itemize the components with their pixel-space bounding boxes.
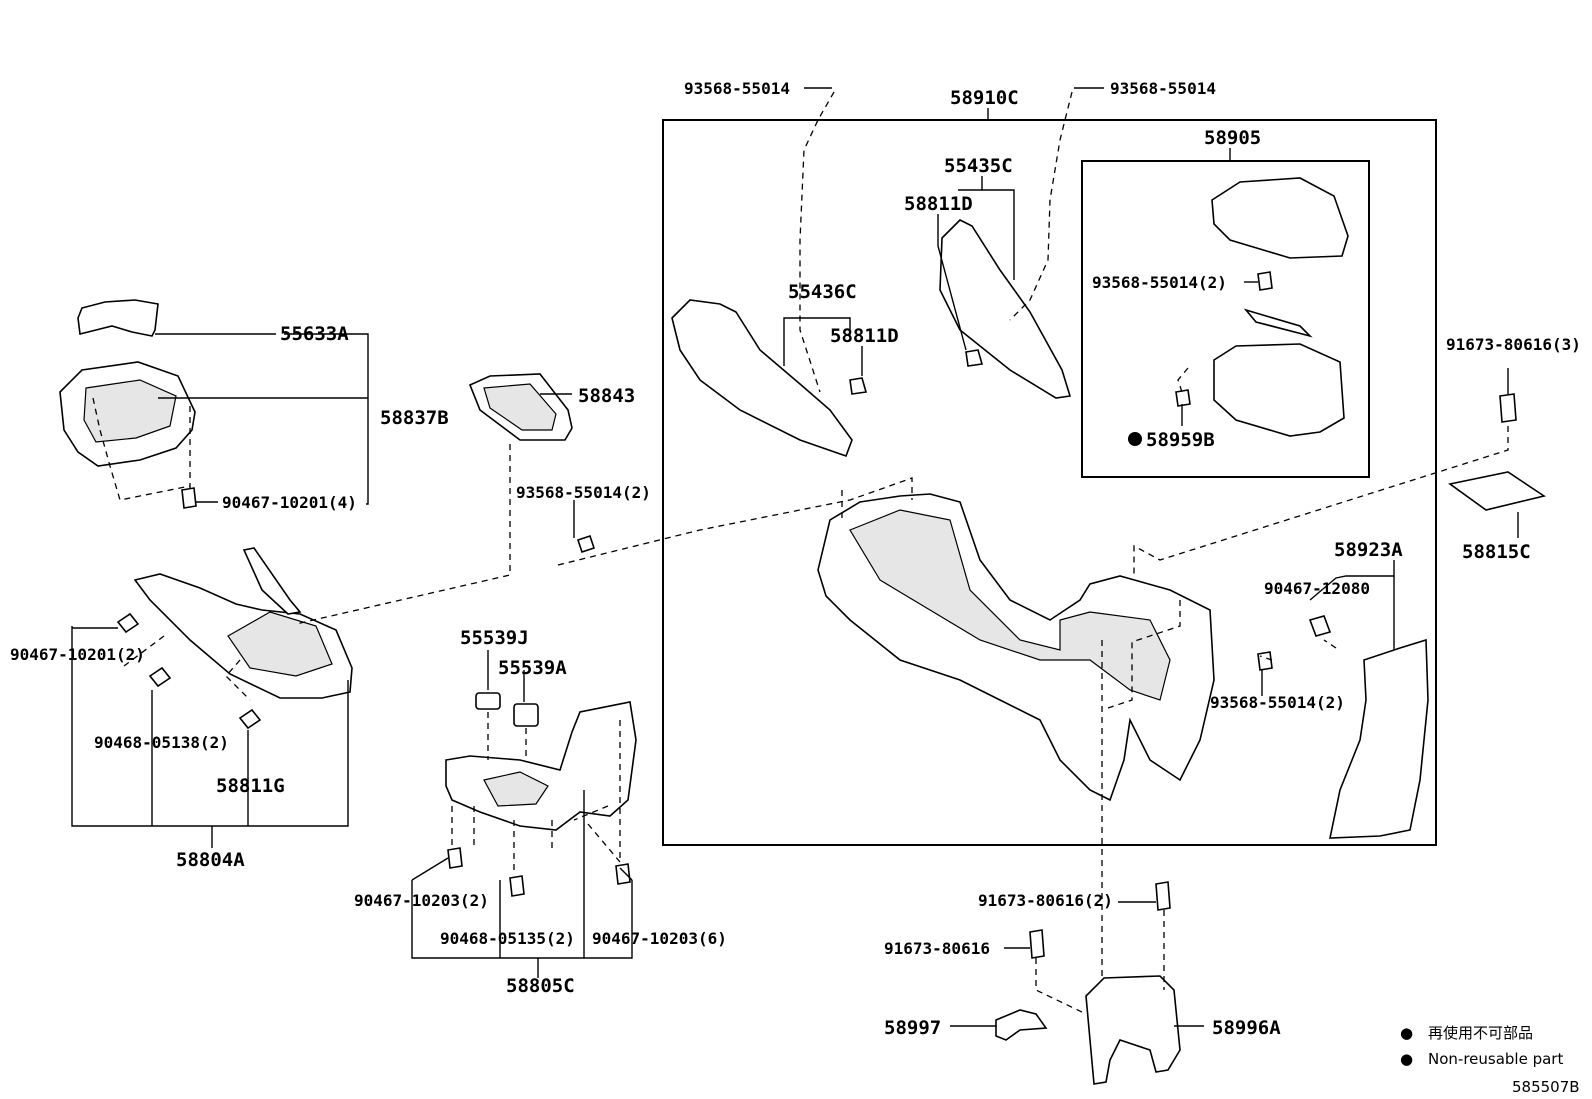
label-58923A: 58923A (1334, 539, 1403, 561)
part-58811D-mid-clip (849, 377, 868, 395)
part-58905-hinge (1243, 308, 1313, 338)
label-58815C: 58815C (1462, 541, 1531, 563)
label-93568-55014-2-box: 93568-55014(2) (1092, 273, 1227, 292)
label-91673-80616: 91673-80616 (884, 939, 990, 958)
part-55539J-drawing (475, 692, 501, 710)
clip-90467-10201-4-drawing (181, 487, 197, 509)
leader-lines (71, 87, 1519, 1027)
part-55539A-drawing (513, 703, 539, 727)
label-90467-10203-2: 90467-10203(2) (354, 891, 489, 910)
label-90468-05138-2: 90468-05138(2) (94, 733, 229, 752)
clip-90468-05138-2-drawing (148, 666, 172, 688)
part-58843-inner (483, 383, 557, 431)
part-55633A-drawing (77, 299, 159, 337)
screw-93568-55014-2-box-drawing (1257, 271, 1273, 291)
label-91673-80616-2: 91673-80616(2) (978, 891, 1113, 910)
figure-code: 585507B (1512, 1078, 1580, 1096)
part-58805C-cup (483, 771, 549, 807)
screw-58959B-drawing (1175, 389, 1191, 407)
legend-english-text: Non-reusable part (1428, 1050, 1563, 1068)
label-91673-80616-3: 91673-80616(3) (1446, 335, 1581, 354)
part-58905-base-drawing (1213, 343, 1345, 437)
bolt-91673-80616-drawing (1029, 929, 1045, 959)
label-93568-55014-2-mid: 93568-55014(2) (516, 483, 651, 502)
bolt-91673-80616-3-drawing (1499, 393, 1517, 423)
clip-90467-12080-drawing (1308, 615, 1332, 637)
part-58905-lid-drawing (1211, 177, 1349, 259)
part-55436C-drawing (671, 299, 853, 458)
label-58997: 58997 (884, 1017, 941, 1039)
label-58805C: 58805C (506, 975, 575, 997)
part-58997-drawing (995, 1009, 1048, 1041)
part-55435C-drawing (939, 219, 1072, 399)
label-93568-55014-2-right: 93568-55014(2) (1210, 693, 1345, 712)
part-58815C-drawing (1448, 471, 1546, 511)
label-93568-55014-top-left: 93568-55014 (684, 79, 790, 98)
label-58996A: 58996A (1212, 1017, 1281, 1039)
legend-japanese-text: 再使用不可部品 (1428, 1024, 1533, 1042)
legend-bullet-japanese: ● (1400, 1024, 1413, 1042)
part-58996A-drawing (1085, 975, 1181, 1085)
label-93568-55014-top-right: 93568-55014 (1110, 79, 1216, 98)
label-90467-10203-6: 90467-10203(6) (592, 929, 727, 948)
part-58804A-arm (242, 547, 302, 615)
label-90467-12080: 90467-12080 (1264, 579, 1370, 598)
legend: ● 再使用不可部品 ● Non-reusable part (1400, 1024, 1563, 1068)
sub-assembly-frame-58905 (1081, 160, 1370, 478)
clip-90467-10203-6-drawing (615, 863, 631, 885)
label-58905: 58905 (1204, 127, 1261, 149)
label-58811G: 58811G (216, 775, 285, 797)
label-55539A: 55539A (498, 657, 567, 679)
clip-58811G-drawing (238, 708, 262, 730)
part-58910C-inner (849, 509, 1171, 701)
screw-93568-55014-2-right-drawing (1257, 651, 1273, 671)
clip-90467-10203-2-drawing (447, 847, 463, 869)
non-reusable-marker-58959B (1128, 432, 1142, 446)
label-55436C: 55436C (788, 281, 857, 303)
part-58923A-drawing (1329, 638, 1429, 839)
part-58811D-top-clip (965, 349, 984, 367)
label-58837B: 58837B (380, 407, 449, 429)
label-58811D-top: 58811D (904, 193, 973, 215)
part-58837B-inner (83, 379, 177, 443)
legend-bullet-english: ● (1400, 1050, 1413, 1068)
clip-90468-05135-2-drawing (509, 875, 525, 897)
dashed-assembly-lines (92, 91, 1509, 1015)
bolt-91673-80616-2-drawing (1155, 881, 1171, 911)
screw-93568-55014-2-mid-drawing (576, 534, 596, 554)
clip-90467-10201-2-drawing (116, 612, 140, 634)
label-55435C: 55435C (944, 155, 1013, 177)
label-55539J: 55539J (460, 627, 529, 649)
label-58910C: 58910C (950, 87, 1019, 109)
label-90467-10201-2: 90467-10201(2) (10, 645, 145, 664)
assembly-frame-58910C (662, 119, 1437, 846)
label-90468-05135-2: 90468-05135(2) (440, 929, 575, 948)
label-90467-10201-4: 90467-10201(4) (222, 493, 357, 512)
part-58804A-inner (227, 611, 333, 677)
label-55633A: 55633A (280, 323, 349, 345)
label-58843: 58843 (578, 385, 635, 407)
label-58811D-mid: 58811D (830, 325, 899, 347)
label-58804A: 58804A (176, 849, 245, 871)
label-58959B: 58959B (1146, 429, 1215, 451)
